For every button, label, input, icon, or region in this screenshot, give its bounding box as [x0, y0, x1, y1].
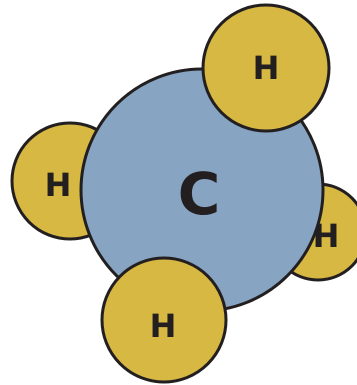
hydrogen-atom-top-right: H	[201, 3, 331, 133]
carbon-label: C	[178, 160, 221, 228]
hydrogen-label: H	[45, 166, 72, 204]
hydrogen-sphere	[201, 3, 331, 133]
hydrogen-sphere	[100, 256, 228, 384]
hydrogen-label: H	[253, 49, 280, 87]
hydrogen-atom-bottom: H	[100, 256, 228, 384]
hydrogen-label: H	[150, 307, 177, 345]
